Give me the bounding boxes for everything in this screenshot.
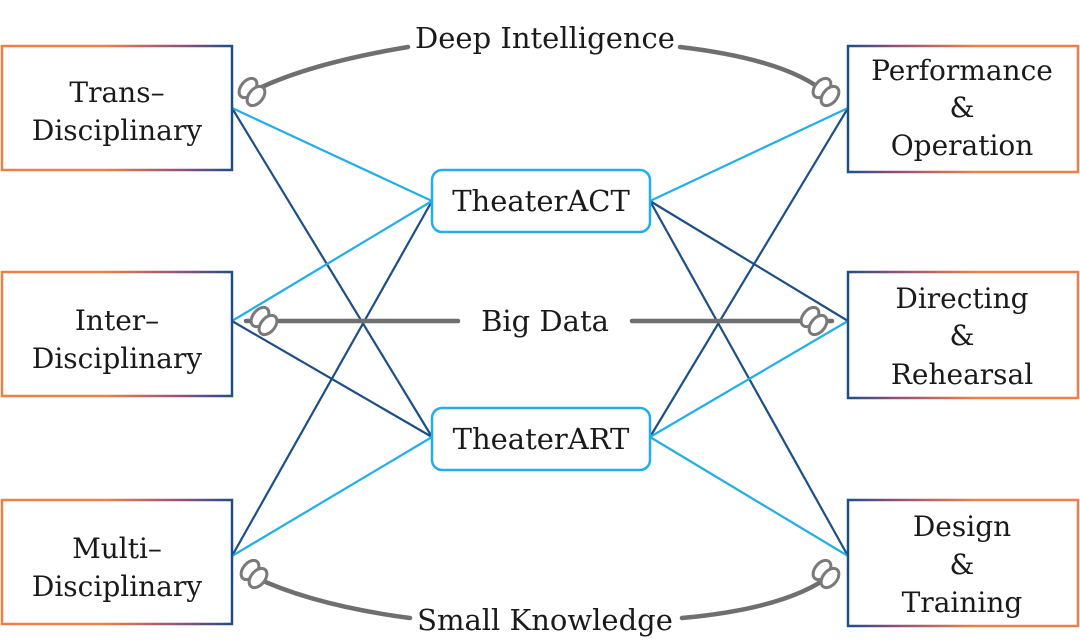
chain-link-icon: [234, 73, 270, 111]
box-label-line: Design: [913, 510, 1011, 543]
box-label-line: &: [950, 548, 975, 581]
center-box-label: TheaterACT: [452, 184, 630, 218]
box-label-line: Operation: [891, 129, 1034, 162]
chain-link-icon: [796, 302, 832, 340]
box-label-line: Trans–: [69, 76, 164, 109]
center-box-theateract: TheaterACT: [430, 168, 652, 234]
right-box-design-training: Design & Training: [846, 498, 1080, 628]
link-label-bottom: Small Knowledge: [417, 603, 673, 637]
box-label-line: Multi–: [72, 532, 162, 565]
box-label-line: Inter–: [75, 304, 159, 337]
box-label-line: Disciplinary: [32, 570, 202, 603]
box-label-line: &: [950, 91, 975, 124]
left-box-inter-disciplinary: Inter– Disciplinary: [0, 270, 234, 398]
right-box-performance-operation: Performance & Operation: [846, 44, 1080, 174]
link-label-middle: Big Data: [481, 304, 609, 338]
box-label-line: Training: [902, 586, 1023, 619]
box-label-line: &: [950, 319, 975, 352]
connector-lines: [231, 107, 849, 557]
box-label-line: Rehearsal: [891, 358, 1033, 391]
center-box-label: TheaterART: [453, 422, 630, 456]
chain-link-icon: [808, 73, 844, 111]
chain-link-icon: [236, 555, 272, 593]
right-box-directing-rehearsal: Directing & Rehearsal: [846, 270, 1080, 400]
link-label-top: Deep Intelligence: [415, 21, 675, 55]
box-label-line: Performance: [871, 54, 1053, 87]
center-box-theaterart: TheaterART: [430, 406, 652, 472]
box-label-line: Disciplinary: [32, 114, 202, 147]
left-box-multi-disciplinary: Multi– Disciplinary: [0, 498, 234, 626]
box-label-line: Directing: [895, 282, 1028, 315]
box-label-line: Disciplinary: [32, 342, 202, 375]
left-box-trans-disciplinary: Trans– Disciplinary: [0, 44, 234, 172]
